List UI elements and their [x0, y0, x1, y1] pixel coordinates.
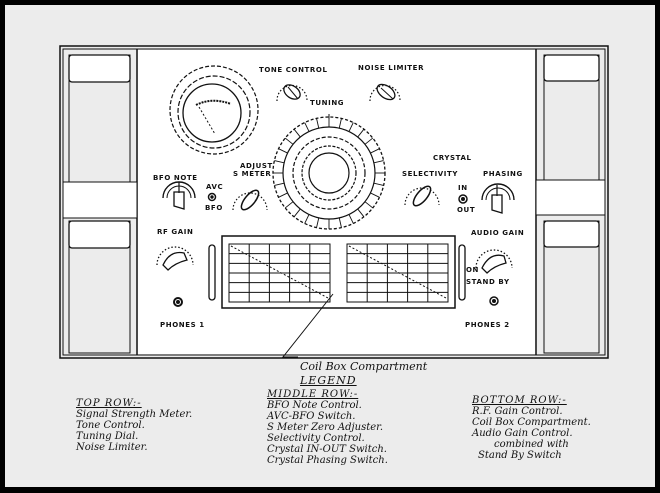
dial-segment	[348, 214, 354, 224]
dial-segment	[370, 148, 380, 154]
coil-box-compartment[interactable]	[221, 235, 456, 309]
phones-1-label: PHONES 1	[160, 321, 205, 329]
dial-segment	[304, 214, 310, 224]
rf-gain-knob[interactable]	[156, 246, 194, 271]
legend-item: S Meter Zero Adjuster.	[267, 422, 384, 433]
legend-heading: BOTTOM ROW:-	[472, 395, 567, 406]
legend-heading: TOP ROW:-	[76, 398, 142, 409]
legend-heading: MIDDLE ROW:-	[267, 389, 359, 400]
adjust-label: ADJUST	[240, 162, 273, 170]
tone-control-knob[interactable]	[276, 82, 308, 102]
dial-segment	[338, 217, 342, 228]
dial-segment	[278, 148, 288, 154]
legend-column-middle-row: MIDDLE ROW:- BFO Note Control. AVC-BFO S…	[267, 389, 388, 466]
dial-segment	[357, 128, 365, 138]
crystal-in-out-switch[interactable]	[458, 194, 468, 204]
legend-item: Crystal Phasing Switch.	[267, 455, 388, 466]
signal-strength-meter[interactable]	[169, 65, 259, 155]
bfo-note-label: BFO NOTE	[153, 174, 198, 182]
left-slot	[208, 244, 216, 301]
dial-segment	[373, 160, 384, 164]
legend-column-bottom-row: BOTTOM ROW:- R.F. Gain Control. Coil Box…	[472, 395, 591, 461]
dial-segment	[293, 208, 301, 218]
dial-segment	[274, 182, 285, 186]
dial-segment	[370, 192, 380, 198]
s-meter-label: S METER	[233, 170, 271, 178]
phasing-label: PHASING	[483, 170, 523, 178]
legend-item: combined with	[494, 439, 569, 450]
legend-item: Crystal IN-OUT Switch.	[267, 444, 387, 455]
dial-segment	[364, 201, 374, 209]
legend-item: Tuning Dial.	[76, 431, 139, 442]
legend-column-top-row: TOP ROW:- Signal Strength Meter. Tone Co…	[76, 398, 192, 453]
dial-segment	[284, 137, 294, 145]
dial-segment	[274, 160, 285, 164]
avc-label: AVC	[206, 183, 223, 191]
legend-item: Noise Limiter.	[76, 442, 148, 453]
bfo-label: BFO	[205, 204, 223, 212]
front-panel	[138, 50, 535, 354]
coil-grid	[346, 243, 449, 303]
right-slot	[458, 244, 466, 301]
standby-on-label: ON	[466, 266, 479, 274]
legend-item: Audio Gain Control.	[472, 428, 573, 439]
dial-segment	[304, 122, 310, 132]
legend-title: LEGEND	[300, 375, 357, 386]
dial-segment	[357, 208, 365, 218]
legend-item: Signal Strength Meter.	[76, 409, 193, 420]
crystal-out-label: OUT	[457, 206, 475, 214]
left-side-rail	[62, 48, 138, 356]
tone-control-label: TONE CONTROL	[259, 66, 328, 74]
legend-item: Selectivity Control.	[267, 433, 365, 444]
coil-box-callout: Coil Box Compartment	[300, 360, 428, 373]
legend-item: R.F. Gain Control.	[472, 406, 563, 417]
avc-bfo-switch[interactable]	[207, 192, 217, 202]
legend-item: Coil Box Compartment.	[472, 417, 591, 428]
dial-segment	[348, 122, 354, 132]
noise-limiter-knob[interactable]	[369, 81, 401, 102]
noise-limiter-label: NOISE LIMITER	[358, 64, 424, 72]
dial-segment	[278, 192, 288, 198]
audio-gain-knob[interactable]	[475, 249, 513, 274]
legend-item: BFO Note Control.	[267, 400, 362, 411]
rf-gain-label: RF GAIN	[157, 228, 193, 236]
dial-segment	[284, 201, 294, 209]
dial-segment	[293, 128, 301, 138]
tuning-dial[interactable]	[272, 114, 386, 230]
right-side-rail	[535, 48, 606, 356]
selectivity-knob[interactable]	[404, 184, 440, 209]
standby-label: STAND BY	[466, 278, 510, 286]
s-meter-zero-adjust-knob[interactable]	[232, 188, 268, 213]
bfo-note-knob[interactable]	[162, 181, 196, 210]
legend-title-text: LEGEND	[300, 374, 357, 387]
tuning-label: TUNING	[310, 99, 344, 107]
phasing-knob[interactable]	[481, 183, 515, 214]
phones-2-label: PHONES 2	[465, 321, 510, 329]
selectivity-label: SELECTIVITY	[402, 170, 458, 178]
crystal-in-label: IN	[458, 184, 468, 192]
dial-segment	[338, 118, 342, 129]
callout-pointer	[281, 293, 334, 358]
phones-2-jack[interactable]	[489, 296, 499, 306]
crystal-label: CRYSTAL	[433, 154, 472, 162]
dial-segment	[364, 137, 374, 145]
dial-segment	[316, 118, 320, 129]
legend-item: AVC-BFO Switch.	[267, 411, 356, 422]
audio-gain-label: AUDIO GAIN	[471, 229, 524, 237]
coil-grid	[228, 243, 331, 303]
legend-item: Tone Control.	[76, 420, 145, 431]
dial-segment	[373, 182, 384, 186]
legend-item: Stand By Switch	[478, 450, 562, 461]
phones-1-jack[interactable]	[173, 297, 183, 307]
dial-segment	[316, 217, 320, 228]
